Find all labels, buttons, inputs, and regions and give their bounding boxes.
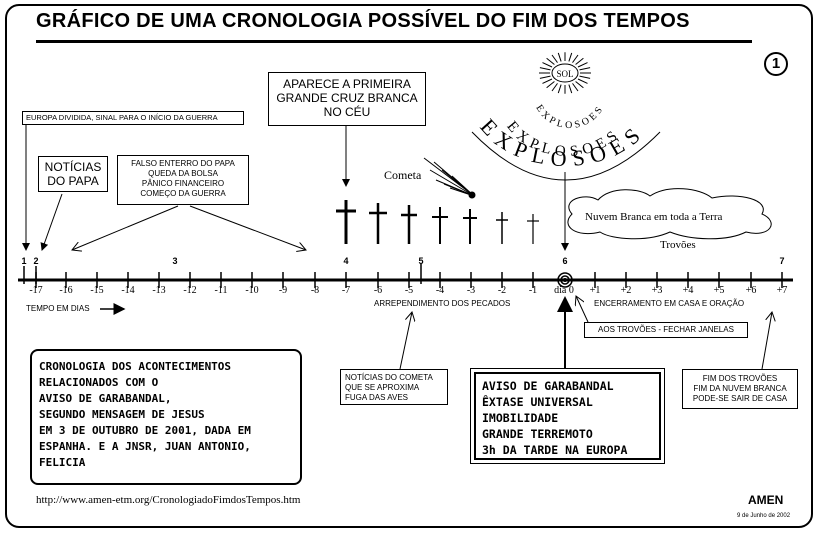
cometa-box: NOTÍCIAS DO COMETA QUE SE APROXIMA FUGA … [340,369,448,405]
tick-label: -17 [29,285,43,296]
aviso-line-4: GRANDE TERREMOTO [482,427,593,441]
falso-line-3: PÂNICO FINANCEIRO [141,179,225,188]
tick-label: +3 [651,285,663,296]
cruz-line-3: NO CÉU [323,105,371,119]
cron-line-3: AVISO DE GARABANDAL, [39,392,172,405]
cometa-box-line-3: FUGA DAS AVES [345,393,408,402]
tick-label: -10 [245,285,259,296]
outer-frame [5,4,813,528]
tick-label: -14 [121,285,135,296]
cron-line-4: SEGUNDO MENSAGEM DE JESUS [39,408,205,421]
aviso-box: AVISO DE GARABANDAL ÊXTASE UNIVERSAL IMO… [470,368,665,464]
cron-line-2: RELACIONADOS COM O [39,376,159,389]
aviso-line-3: IMOBILIDADE [482,411,559,425]
source-url: http://www.amen-etm.org/CronologiadoFimd… [36,494,301,506]
timeline-marker: 7 [779,256,785,266]
falso-line-1: FALSO ENTERRO DO PAPA [131,159,235,168]
page-title: GRÁFICO DE UMA CRONOLOGIA POSSÍVEL DO FI… [36,10,690,32]
cron-line-6: ESPANHA. E A JNSR, JUAN ANTONIO, [39,440,251,453]
amen-label: AMEN [748,493,784,507]
title-underline [36,40,752,43]
tick-label: +5 [713,285,725,296]
tick-label: -15 [90,285,104,296]
falso-line-2: QUEDA DA BOLSA [148,169,218,178]
tick-label: -1 [528,285,538,296]
cron-line-1: CRONOLOGIA DOS ACONTECIMENTOS [39,360,232,373]
europa-box: EUROPA DIVIDIDA, SINAL PARA O INÍCIO DA … [22,111,244,125]
timeline-marker: 3 [172,256,178,266]
page-number-badge: 1 [764,52,788,76]
tick-label: -5 [404,285,414,296]
cron-line-7: FELICIA [39,456,86,469]
tick-label: -6 [373,285,383,296]
fim-line-3: PODE-SE SAIR DE CASA [692,394,788,403]
nuvem-label: Nuvem Branca em toda a Terra [585,211,723,223]
tick-label: +1 [589,285,601,296]
tick-label: -4 [435,285,445,296]
timeline-marker: 2 [33,256,39,266]
aviso-line-5: 3h DA TARDE NA EUROPA [482,443,628,457]
cruz-box: APARECE A PRIMEIRA GRANDE CRUZ BRANCA NO… [268,72,426,126]
encerramento-label: ENCERRAMENTO EM CASA E ORAÇÃO [594,299,745,308]
aviso-line-1: AVISO DE GARABANDAL [482,379,614,393]
tick-label: -7 [341,285,351,296]
fim-line-2: FIM DA NUVEM BRANCA [693,384,787,393]
falso-enterro-box: FALSO ENTERRO DO PAPA QUEDA DA BOLSA PÂN… [117,155,249,205]
aviso-line-2: ÊXTASE UNIVERSAL [482,395,593,409]
noticias-line-1: NOTÍCIAS [44,160,102,174]
aviso-inner: AVISO DE GARABANDAL ÊXTASE UNIVERSAL IMO… [474,372,661,460]
fim-line-1: FIM DOS TROVÕES [702,374,778,383]
arrependimento-label: ARREPENDIMENTO DOS PECADOS [374,299,511,308]
trovoes-janelas-box: AOS TROVÕES - FECHAR JANELAS [584,322,748,338]
cronologia-box: CRONOLOGIA DOS ACONTECIMENTOS RELACIONAD… [30,349,302,485]
europa-text: EUROPA DIVIDIDA, SINAL PARA O INÍCIO DA … [26,113,218,122]
timeline-marker: 1 [21,256,27,266]
timeline-marker: 4 [343,256,349,266]
trovoes-label: Trovões [660,239,696,251]
tick-label: -8 [310,285,320,296]
falso-line-4: COMEÇO DA GUERRA [140,189,226,198]
tick-label: -9 [278,285,288,296]
tick-label: +2 [620,285,632,296]
noticias-papa-box: NOTÍCIAS DO PAPA [38,156,108,192]
trovoes-janelas-text: AOS TROVÕES - FECHAR JANELAS [598,325,734,334]
tick-label: -11 [214,285,228,296]
cometa-box-line-1: NOTÍCIAS DO COMETA [345,373,433,382]
tick-label: +7 [776,285,788,296]
tick-label: +6 [745,285,757,296]
timeline-marker: 6 [562,256,568,266]
fim-trovoes-box: FIM DOS TROVÕES FIM DA NUVEM BRANCA PODE… [682,369,798,409]
cruz-line-2: GRANDE CRUZ BRANCA [276,91,418,105]
cometa-box-line-2: QUE SE APROXIMA [345,383,420,392]
tick-label: -3 [466,285,476,296]
cometa-label: Cometa [384,168,422,182]
tick-label: +4 [682,285,694,296]
tick-label: -16 [59,285,73,296]
date-label: 9 de Junho de 2002 [737,513,791,519]
tick-label: -12 [183,285,197,296]
noticias-line-2: DO PAPA [47,174,99,188]
tick-label: dia 0 [554,285,574,296]
cruz-line-1: APARECE A PRIMEIRA [283,77,411,91]
tick-label: -13 [152,285,166,296]
timeline-marker: 5 [418,256,424,266]
page-number: 1 [771,55,781,72]
tick-label: -2 [497,285,507,296]
tempo-dias-label: TEMPO EM DIAS [26,304,90,313]
cron-line-5: EM 3 DE OUTUBRO DE 2001, DADA EM [39,424,251,437]
